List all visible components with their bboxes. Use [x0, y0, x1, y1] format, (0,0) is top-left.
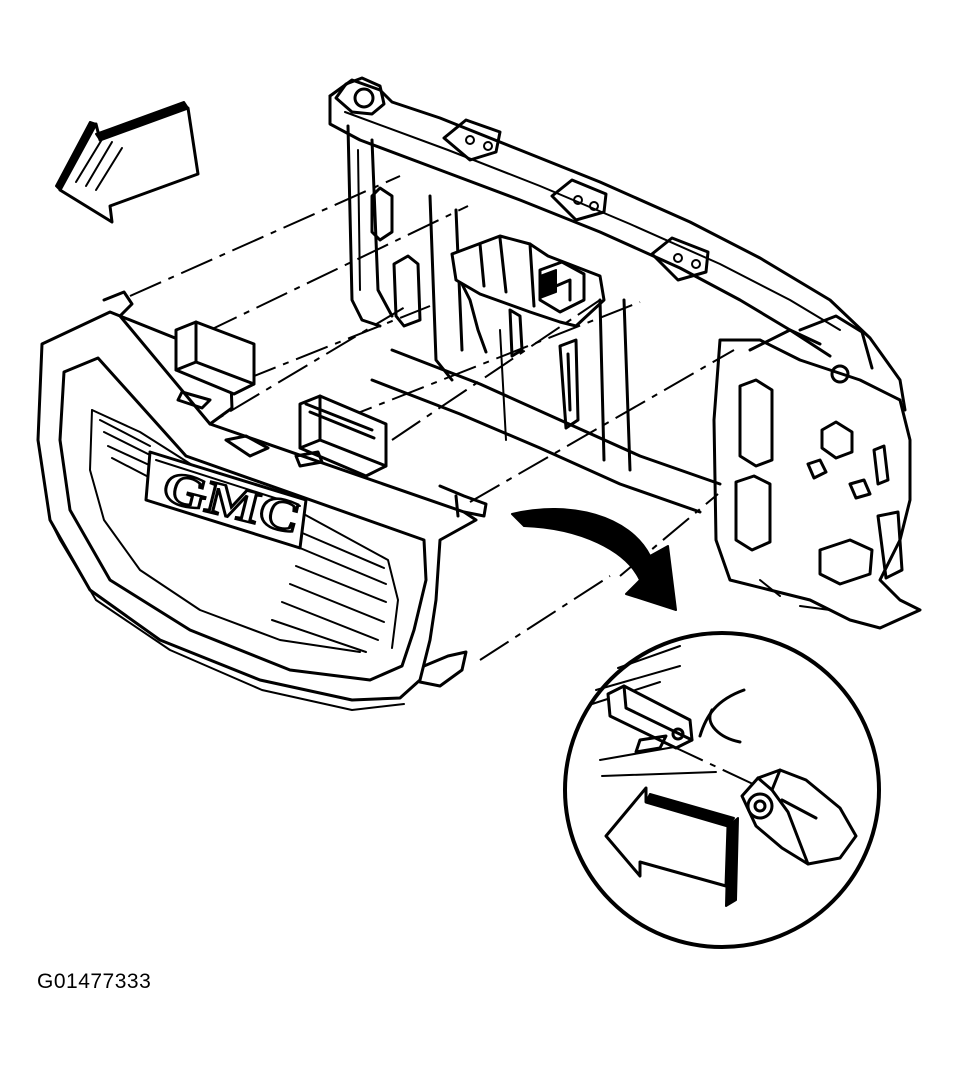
detail-inset — [563, 631, 881, 949]
figure-code: G01477333 — [37, 970, 152, 993]
grille-assembly: GMC — [36, 290, 488, 711]
radiator-support — [328, 76, 922, 630]
curved-arrow-icon — [511, 508, 677, 611]
direction-arrow-icon — [55, 101, 200, 224]
